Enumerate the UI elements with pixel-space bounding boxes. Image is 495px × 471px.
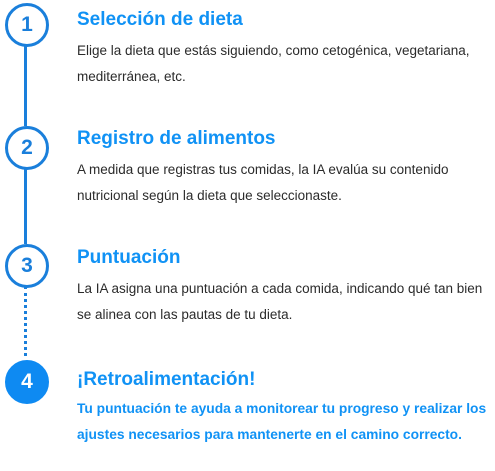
step-4-number-badge-active: 4 — [5, 360, 49, 404]
step-3-description: La IA asigna una puntuación a cada comid… — [77, 281, 483, 322]
step-4-description: Tu puntuación te ayuda a monitorear tu p… — [77, 401, 487, 442]
step-1-number-badge: 1 — [5, 3, 49, 47]
step-2-title: Registro de alimentos — [77, 128, 276, 149]
step-4-title: ¡Retroalimentación! — [77, 369, 256, 390]
step-2-number-badge: 2 — [5, 126, 49, 170]
connector-line-2-3 — [24, 168, 27, 244]
step-1-title: Selección de dieta — [77, 9, 243, 30]
step-2-description: A medida que registras tus comidas, la I… — [77, 162, 449, 203]
step-3-number-badge: 3 — [5, 244, 49, 288]
connector-line-1-2 — [24, 43, 27, 126]
connector-dashed-3-4 — [24, 286, 30, 356]
step-3-title: Puntuación — [77, 247, 181, 268]
step-1-description: Elige la dieta que estás siguiendo, como… — [77, 43, 470, 84]
